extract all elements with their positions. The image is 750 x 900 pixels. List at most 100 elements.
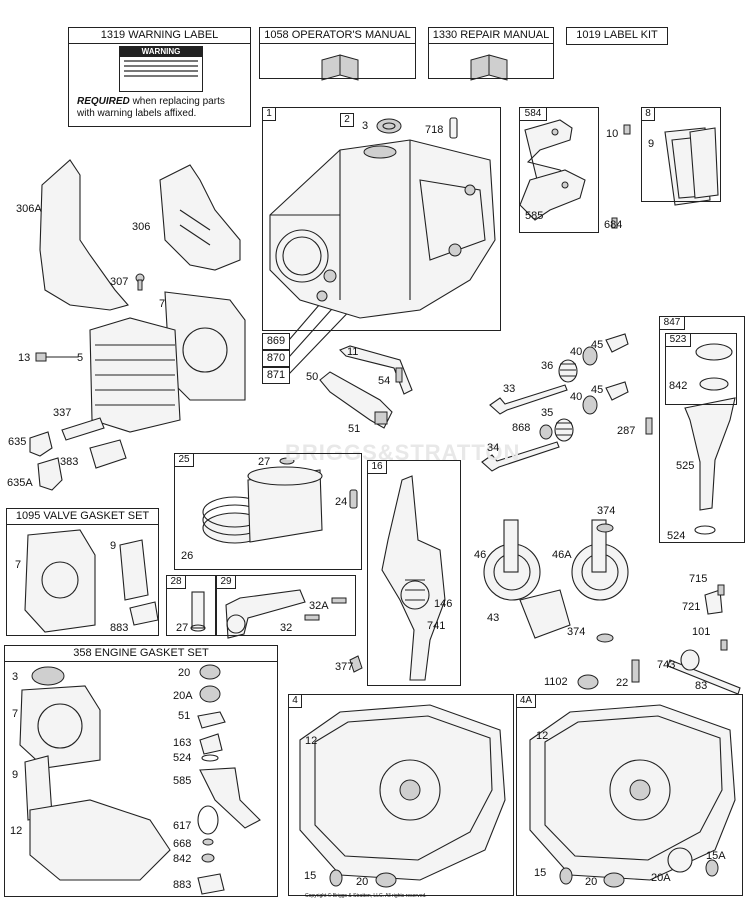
label-kit: 1019 LABEL KIT xyxy=(566,27,668,45)
part-label: 9 xyxy=(110,540,117,552)
piston-drawing xyxy=(202,457,323,544)
part-label: 32 xyxy=(280,622,293,634)
part-label: 146 xyxy=(434,598,453,610)
part-label: 7 xyxy=(15,559,22,571)
part-label: 27 xyxy=(176,622,189,634)
tag-584: 584 xyxy=(519,107,547,121)
part-label: 50 xyxy=(306,371,319,383)
part-label: 22 xyxy=(616,677,629,689)
piston-pin-group xyxy=(166,575,216,636)
tag-28: 28 xyxy=(166,575,186,589)
part-label: 883 xyxy=(110,622,129,634)
part-label: 374 xyxy=(567,626,586,638)
tag-870: 870 xyxy=(262,350,290,367)
sump-drawing xyxy=(299,704,506,881)
cylinder-head-drawing xyxy=(89,317,181,433)
part-label: 20 xyxy=(585,876,598,888)
part-label: 9 xyxy=(12,769,19,781)
note-rest-2: with warning labels affixed. xyxy=(77,108,197,119)
part-label: 883 xyxy=(173,879,192,891)
valve-train-drawing xyxy=(481,333,653,472)
oil-seal-drawing xyxy=(376,118,402,134)
part-label: 524 xyxy=(173,752,192,764)
part-label: 3 xyxy=(362,120,369,132)
part-label: 635 xyxy=(8,436,27,448)
kit-title: 1019 LABEL KIT xyxy=(576,29,658,41)
crankshaft-group xyxy=(367,460,461,686)
part-label: 668 xyxy=(173,838,192,850)
book-icon-repair xyxy=(470,54,508,81)
tag-523: 523 xyxy=(665,333,691,347)
part-label: 33 xyxy=(503,383,516,395)
part-label: 11 xyxy=(347,346,359,358)
tag-16: 16 xyxy=(367,460,387,474)
cylinder-block-group xyxy=(262,107,501,331)
part-label: 15 xyxy=(534,867,547,879)
part-label: 12 xyxy=(536,730,549,742)
piston-group xyxy=(174,453,362,570)
repair-manual-kit: 1330 REPAIR MANUAL xyxy=(428,27,554,79)
tag-869: 869 xyxy=(262,333,290,350)
part-label: 83 xyxy=(695,680,708,692)
part-label: 27 xyxy=(258,456,271,468)
part-label: 374 xyxy=(597,505,616,517)
part-label: 10 xyxy=(606,128,619,140)
book-icon xyxy=(321,54,359,81)
part-label: 524 xyxy=(667,530,686,542)
part-label: 306A xyxy=(16,203,42,215)
air-guide-drawing xyxy=(39,159,241,311)
part-label: 337 xyxy=(53,407,72,419)
part-label: 34 xyxy=(487,442,500,454)
kit-title: 1330 REPAIR MANUAL xyxy=(429,28,553,44)
tag-8: 8 xyxy=(641,107,655,121)
crankshaft-drawing xyxy=(381,475,446,681)
part-label: 26 xyxy=(181,550,194,562)
part-label: 7 xyxy=(159,298,166,310)
part-label: 45 xyxy=(591,384,604,396)
tag-25: 25 xyxy=(174,453,194,467)
part-label: 45 xyxy=(591,339,604,351)
sump-group xyxy=(288,694,514,896)
part-label: 306 xyxy=(132,221,151,233)
tag-29: 29 xyxy=(216,575,236,589)
tag-4: 4 xyxy=(288,694,302,708)
part-label: 617 xyxy=(173,820,192,832)
warning-label-kit: 1319 WARNING LABEL WARNING REQUIRED when… xyxy=(68,27,251,127)
connecting-rod-group xyxy=(216,575,356,636)
part-label: 163 xyxy=(173,737,192,749)
part-label: 32A xyxy=(309,600,329,612)
part-label: 307 xyxy=(110,276,129,288)
tag-871: 871 xyxy=(262,367,290,384)
part-label: 741 xyxy=(427,620,446,632)
part-label: 718 xyxy=(425,124,444,136)
part-label: 51 xyxy=(348,423,361,435)
sump-alt-group xyxy=(516,694,743,896)
note-rest-1: when replacing parts xyxy=(129,96,225,107)
part-label: 24 xyxy=(335,496,348,508)
oil-fill-group xyxy=(659,316,745,543)
part-label: 51 xyxy=(178,710,191,722)
note-bold: REQUIRED xyxy=(77,96,130,107)
part-label: 20A xyxy=(173,690,193,702)
part-label: 721 xyxy=(682,601,701,613)
part-label: 20 xyxy=(178,667,191,679)
copyright: Copyright © Briggs & Stratton, LLC. All … xyxy=(305,893,427,899)
part-label: 868 xyxy=(512,422,531,434)
breather-group xyxy=(519,107,599,233)
part-label: 13 xyxy=(18,352,31,364)
part-label: 842 xyxy=(669,380,688,392)
breather-gasket-drawing xyxy=(519,119,586,221)
part-label: 101 xyxy=(692,626,711,638)
part-label: 842 xyxy=(173,853,192,865)
part-label: 1102 xyxy=(544,676,568,688)
part-label: 3 xyxy=(12,671,19,683)
tag-2: 2 xyxy=(340,113,354,127)
valve-cover-group xyxy=(641,107,721,202)
part-label: 12 xyxy=(10,825,23,837)
part-label: 20 xyxy=(356,876,369,888)
part-label: 54 xyxy=(378,375,391,387)
tag-847: 847 xyxy=(659,316,685,330)
part-label: 15A xyxy=(706,850,726,862)
cylinder-block-drawing xyxy=(269,139,496,319)
